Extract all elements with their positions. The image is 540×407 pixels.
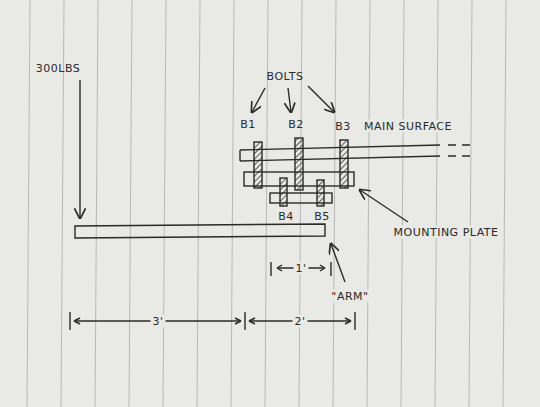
- part-label: MOUNTING PLATE: [392, 226, 501, 239]
- part-label: MAIN SURFACE: [362, 120, 454, 133]
- paper-rule: [401, 0, 404, 407]
- paper-rule: [231, 0, 234, 407]
- dimension: 2': [292, 315, 307, 328]
- bolt-label: B4: [278, 210, 294, 223]
- bolt-label: B2: [288, 118, 304, 131]
- paper-rule: [503, 0, 506, 407]
- paper-rule: [367, 0, 370, 407]
- paper-rule: [333, 0, 336, 407]
- paper-rule: [95, 0, 98, 407]
- part-label: "ARM": [329, 290, 370, 303]
- bolt-label: B1: [240, 118, 256, 131]
- paper-rule: [265, 0, 268, 407]
- load-label: 300LBS: [36, 62, 80, 75]
- paper-rule: [61, 0, 64, 407]
- paper-rule: [469, 0, 472, 407]
- bolt-label: B5: [314, 210, 330, 223]
- callout-label: BOLTS: [267, 70, 304, 83]
- paper-rule: [163, 0, 166, 407]
- paper-rule: [27, 0, 30, 407]
- bolt-label: B3: [335, 120, 351, 133]
- paper-rule: [435, 0, 438, 407]
- dimension: 3': [150, 315, 165, 328]
- dimension: 1': [293, 262, 308, 275]
- paper-rule: [197, 0, 200, 407]
- paper-rule: [129, 0, 132, 407]
